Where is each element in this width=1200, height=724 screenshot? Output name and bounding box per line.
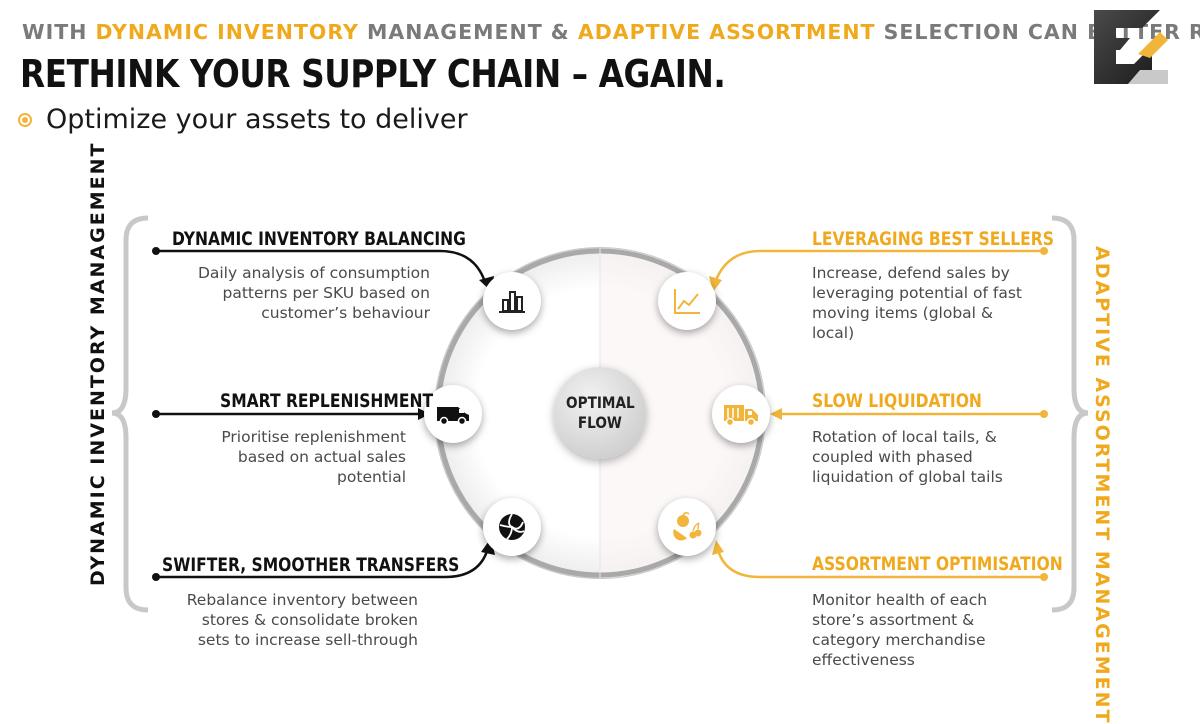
left-group-label: DYNAMIC INVENTORY MANAGEMENT <box>87 141 109 586</box>
right-half-tint <box>600 248 765 578</box>
left-item-title: SMART REPLENISHMENT <box>220 391 434 412</box>
connector-line <box>716 549 1044 579</box>
item-icon-circle <box>712 385 770 443</box>
right-bracket <box>1051 215 1089 613</box>
center-label-line2: FLOW <box>577 413 623 432</box>
left-item-title: SWIFTER, SMOOTHER TRANSFERS <box>162 555 460 576</box>
right-item-title: LEVERAGING BEST SELLERS <box>812 229 1054 250</box>
garbage-truck-icon <box>724 405 758 427</box>
right-item-description: Increase, defend sales by leveraging pot… <box>812 264 1023 342</box>
connector-line <box>156 547 490 579</box>
left-item-title: DYNAMIC INVENTORY BALANCING <box>172 229 466 250</box>
subtitle: WITH DYNAMIC INVENTORY MANAGEMENT & ADAP… <box>22 20 1200 44</box>
van-icon <box>437 407 469 426</box>
bullet-point: Optimize your assets to deliver <box>18 104 468 135</box>
connector-line <box>714 249 1044 281</box>
right-item-description: Monitor health of each store’s assortmen… <box>812 591 988 669</box>
arrowhead <box>770 408 782 420</box>
arrowhead <box>712 540 724 555</box>
connector-line <box>156 249 488 286</box>
item-icon-circle <box>424 385 482 443</box>
left-item-description: Daily analysis of consumption patterns p… <box>197 264 430 322</box>
volleyball-icon <box>499 513 525 540</box>
logo <box>1094 10 1168 84</box>
bullet-text: Optimize your assets to deliver <box>46 104 468 135</box>
item-icon-circle <box>483 498 541 556</box>
item-icon-circle <box>658 272 716 330</box>
page-title: RETHINK YOUR SUPPLY CHAIN – AGAIN. <box>20 52 726 96</box>
right-item-title: SLOW LIQUIDATION <box>812 391 982 412</box>
left-item-description: Prioritise replenishment based on actual… <box>221 428 406 486</box>
right-item-description: Rotation of local tails, & coupled with … <box>812 428 1003 486</box>
bar-chart-icon <box>499 291 525 313</box>
item-icon-circle <box>483 272 541 330</box>
left-bracket <box>111 215 149 613</box>
item-icon-circle <box>658 498 716 556</box>
center-hub: OPTIMAL FLOW <box>554 367 646 459</box>
line-chart-icon <box>674 289 700 314</box>
right-item-title: ASSORTMENT OPTIMISATION <box>812 554 1063 575</box>
right-group-label: ADAPTIVE ASSORTMENT MANAGEMENT <box>1091 246 1113 724</box>
left-item-description: Rebalance inventory between stores & con… <box>186 591 418 649</box>
fruits-icon <box>673 511 702 541</box>
bullet-icon <box>18 112 32 127</box>
center-label-line1: OPTIMAL <box>565 393 635 412</box>
